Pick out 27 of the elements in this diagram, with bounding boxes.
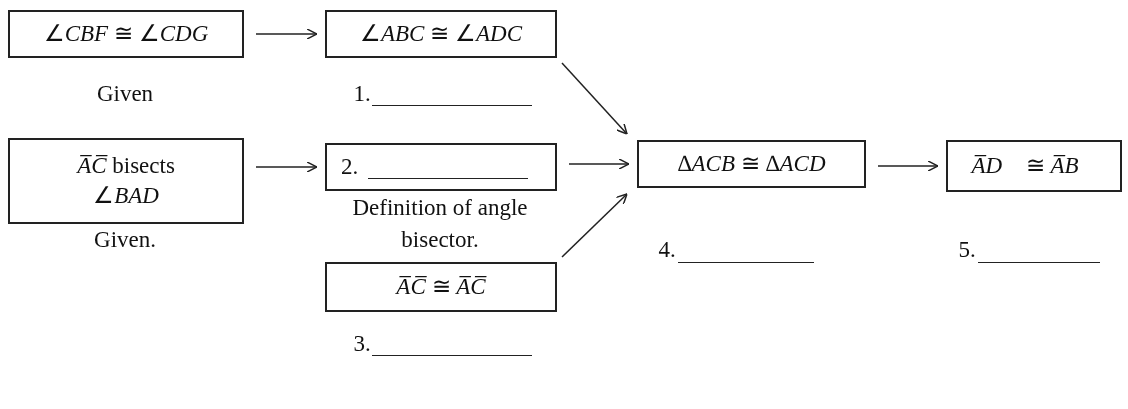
arrow — [255, 28, 318, 40]
arrow — [568, 158, 630, 170]
reason-text: Definition of angle bisector. — [351, 194, 529, 255]
statement-text: ∆ACB ≅ ∆ACD — [677, 150, 826, 179]
arrow — [877, 160, 939, 172]
arrow — [561, 62, 628, 135]
blank-number: 4. — [657, 236, 677, 264]
statement-text: A̅C̅ ≅ A̅C̅ — [396, 273, 486, 302]
statement-box — [637, 140, 866, 188]
statement-text: A̅D⃗ ≅ A̅B⃗ — [971, 152, 1097, 181]
statement-text: A̅C̅ bisects ∠BAD — [75, 152, 176, 210]
reason-text: Given. — [93, 226, 157, 254]
statement-box — [946, 140, 1122, 192]
statement-box — [8, 10, 244, 58]
reason-text: Given — [95, 80, 155, 108]
statement-text: ∠CBF ≅ ∠CDG — [43, 20, 209, 49]
blank-number: 5. — [957, 236, 977, 264]
blank-number: 1. — [352, 80, 372, 108]
blank-number: 2. — [341, 153, 359, 182]
arrow — [255, 161, 318, 173]
arrow — [561, 193, 628, 258]
statement-box — [8, 138, 244, 224]
statement-box — [325, 262, 557, 312]
statement-box — [325, 143, 557, 191]
statement-box — [325, 10, 557, 58]
statement-text: ∠ABC ≅ ∠ADC — [360, 20, 522, 49]
blank-number: 3. — [352, 330, 372, 358]
